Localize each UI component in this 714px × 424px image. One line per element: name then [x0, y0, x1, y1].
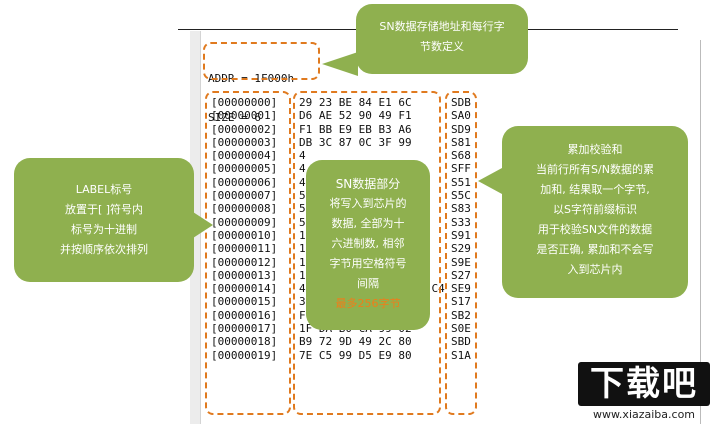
label-callout-title: LABEL标号: [75, 183, 133, 196]
sn-section-line3: 六进制数, 相邻: [331, 237, 405, 250]
row-data: 29 23 BE 84 E1 6C: [299, 96, 412, 109]
checksum-callout: 累加校验和 当前行所有S/N数据的累 加和, 结果取一个字节, 以S字符前缀标识…: [502, 126, 688, 298]
checksum-callout-line1: 当前行所有S/N数据的累: [536, 163, 654, 176]
row-label: [00000007]: [211, 189, 278, 203]
sn-section-line5: 间隔: [357, 277, 379, 290]
row-data: B9 72 9D 49 2C 80: [299, 335, 412, 349]
row-label: [00000014]: [211, 282, 278, 296]
row-label: [00000002]: [211, 122, 278, 136]
sn-address-line2: 节数定义: [420, 40, 464, 53]
sn-section-title: SN数据部分: [335, 177, 401, 191]
row-checksum: S0E: [451, 322, 471, 336]
row-checksum: SDB: [451, 96, 471, 109]
row-label: [00000019]: [211, 348, 278, 362]
data-dashed-box: [293, 91, 441, 415]
row-data: 5: [299, 215, 306, 229]
row-data: 5: [299, 189, 306, 203]
row-data: D6 AE 52 90 49 F1: [299, 109, 412, 123]
checksum-callout-line3: 以S字符前缀标识: [553, 203, 637, 216]
right-guide-line: [700, 40, 701, 424]
logo-title: 下载吧: [590, 364, 698, 404]
row-label: [00000012]: [211, 255, 278, 269]
row-data: F1 BB E9 EB B3 A6: [299, 122, 412, 136]
row-checksum: S1A: [451, 348, 471, 362]
row-label: [00000003]: [211, 135, 278, 149]
row-checksum: S68: [451, 149, 471, 163]
row-data: 1: [299, 255, 306, 269]
row-label: [00000009]: [211, 215, 278, 229]
sn-section-line2: 数据, 全部为十: [331, 217, 405, 230]
row-checksum: SBD: [451, 335, 471, 349]
row-label: [00000010]: [211, 228, 278, 242]
row-checksum: SD9: [451, 122, 471, 136]
row-checksum: S29: [451, 242, 471, 256]
row-label: [00000008]: [211, 202, 278, 216]
row-label: [00000018]: [211, 335, 278, 349]
sn-address-callout-tail: [322, 52, 358, 76]
row-checksum: SB2: [451, 308, 471, 322]
row-checksum: S83: [451, 202, 471, 216]
sn-address-callout: SN数据存储地址和每行字 节数定义: [356, 4, 528, 74]
row-label: [00000001]: [211, 109, 278, 123]
label-dashed-box: [205, 91, 291, 415]
row-checksum: S81: [451, 135, 471, 149]
row-data: DB 3C 87 0C 3F 99: [299, 135, 412, 149]
header-dashed-box: [203, 42, 320, 80]
row-label: [00000017]: [211, 322, 278, 336]
checksum-dashed-box: [445, 91, 477, 415]
row-label: [00000006]: [211, 175, 278, 189]
checksum-callout-line2: 加和, 结果取一个字节,: [540, 183, 650, 196]
row-data: 4: [299, 175, 306, 189]
row-label: [00000004]: [211, 149, 278, 163]
row-checksum: S9E: [451, 255, 471, 269]
sn-section-line4: 字节用空格符号: [329, 257, 407, 270]
row-label: [00000015]: [211, 295, 278, 309]
row-checksum: S51: [451, 175, 471, 189]
row-checksum: SA0: [451, 109, 471, 123]
row-data: 7E C5 99 D5 E9 80: [299, 348, 412, 362]
row-checksum: S91: [451, 228, 471, 242]
row-data: 1: [299, 228, 306, 242]
checksum-callout-tail: [478, 168, 502, 194]
checksum-callout-title: 累加校验和: [567, 143, 623, 156]
row-checksum: SFF: [451, 162, 471, 176]
label-callout-tail: [193, 212, 213, 238]
row-checksum: SE9: [451, 282, 471, 296]
label-callout-line3: 并按顺序依次排列: [60, 243, 148, 256]
row-data: 4: [299, 162, 306, 176]
row-label: [00000005]: [211, 162, 278, 176]
row-label: [00000016]: [211, 308, 278, 322]
row-label: [00000000]: [211, 96, 278, 109]
logo-url: www.xiazaiba.com: [592, 408, 696, 421]
row-data: 5: [299, 202, 306, 216]
row-checksum: S33: [451, 215, 471, 229]
row-checksum: S27: [451, 268, 471, 282]
xiazaiba-logo: 下载吧 www.xiazaiba.com: [574, 362, 714, 424]
checksum-callout-line5: 是否正确, 累加和不会写: [536, 243, 654, 256]
size-line: SIZE = 6: [208, 111, 261, 125]
row-checksum: S17: [451, 295, 471, 309]
row-label: [00000011]: [211, 242, 278, 256]
sn-section-line1: 将写入到芯片的: [329, 197, 407, 210]
row-label: [00000013]: [211, 268, 278, 282]
row-checksum: S5C: [451, 189, 471, 203]
row-data: 1: [299, 268, 306, 282]
sn-address-line1: SN数据存储地址和每行字: [379, 20, 505, 33]
sn-section-highlight: 最多256字节: [335, 297, 401, 310]
checksum-callout-line6: 入到芯片内: [567, 263, 623, 276]
row-data: 1: [299, 242, 306, 256]
row-data: 4: [299, 149, 306, 163]
sn-section-callout: SN数据部分 将写入到芯片的 数据, 全部为十 六进制数, 相邻 字节用空格符号…: [306, 160, 430, 330]
label-callout-line1: 放置于[ ]符号内: [64, 203, 144, 216]
label-column: [00000000][00000001][00000002][00000003]…: [211, 96, 277, 362]
checksum-callout-line4: 用于校验SN文件的数据: [537, 223, 653, 236]
label-callout: LABEL标号 放置于[ ]符号内 标号为十进制 并按顺序依次排列: [14, 158, 194, 282]
label-callout-line2: 标号为十进制: [71, 223, 137, 236]
